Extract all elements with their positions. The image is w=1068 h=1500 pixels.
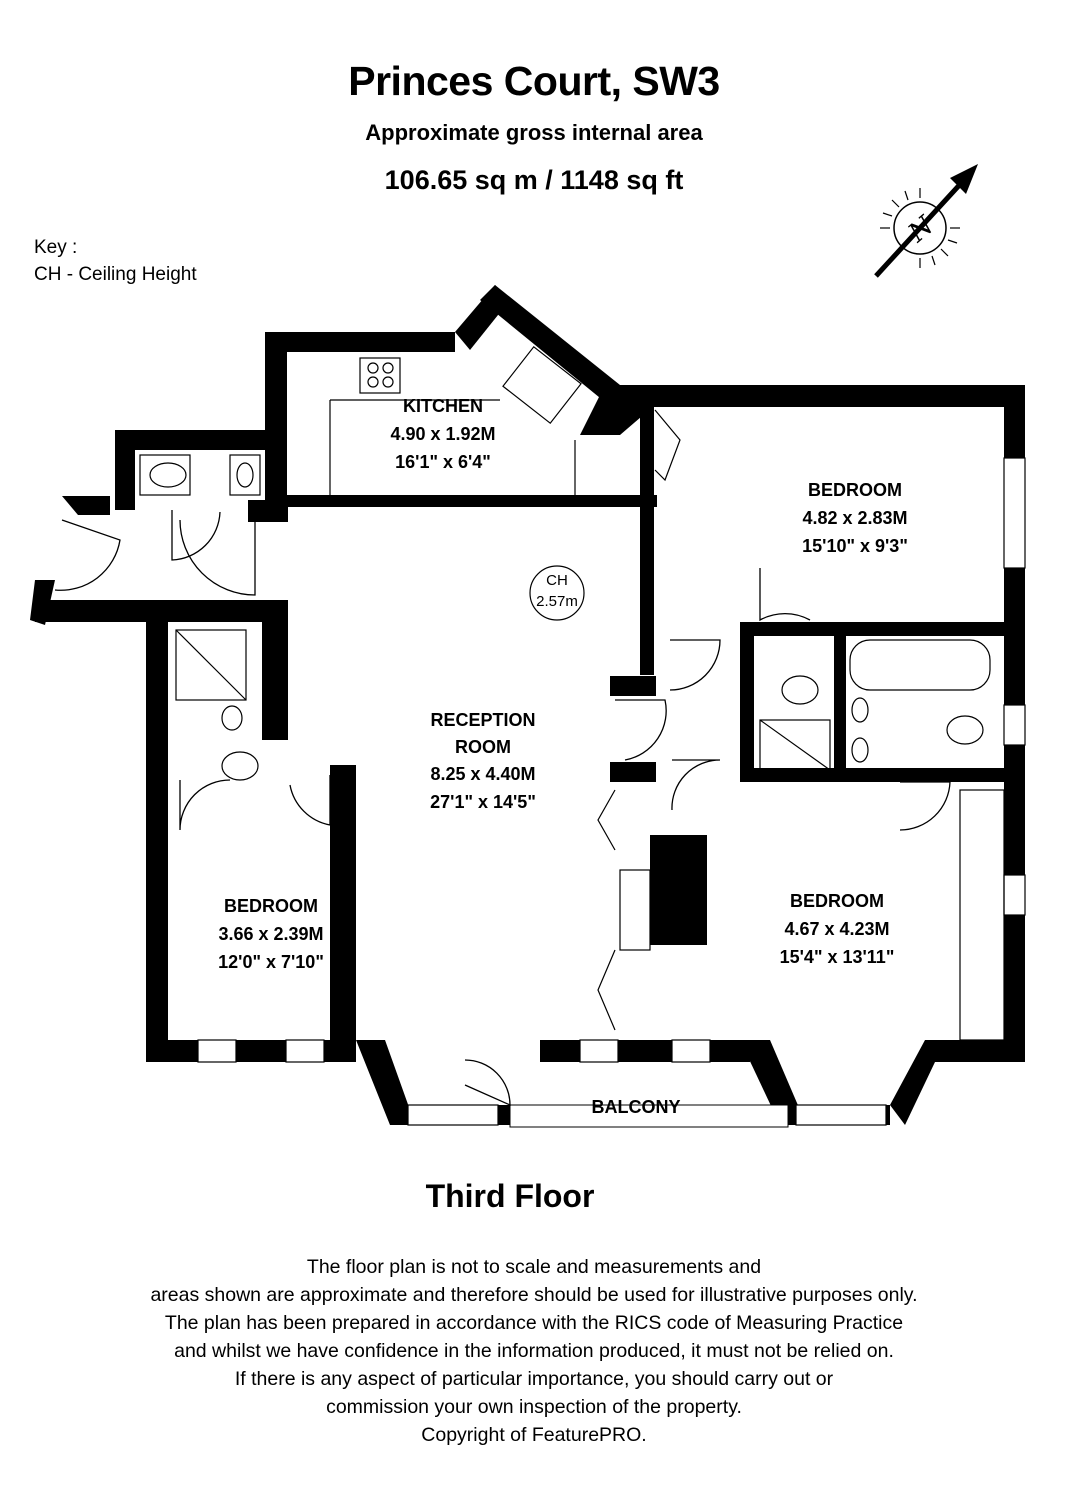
windows [197,457,1026,1126]
disclaimer-line: areas shown are approximate and therefor… [150,1284,918,1306]
reception-metric: 8.25 x 4.40M [430,764,535,784]
key-heading: Key : [34,237,78,258]
ceiling-height-marker: CH 2.57m [529,565,585,621]
ceiling-label: CH [546,572,568,589]
kitchen-name: KITCHEN [403,396,483,416]
fixtures [139,345,991,781]
bedroom-ne-imperial: 15'10" x 9'3" [802,536,908,556]
bedroom-w-metric: 3.66 x 2.39M [218,924,323,944]
plan-title: Princes Court, SW3 [348,58,720,104]
disclaimer-line: commission your own inspection of the pr… [326,1396,742,1418]
bedroom-se-metric: 4.67 x 4.23M [784,919,889,939]
disclaimer: The floor plan is not to scale and measu… [40,1253,1028,1449]
bedroom-ne-metric: 4.82 x 2.83M [802,508,907,528]
bedroom-w-name: BEDROOM [224,896,318,916]
bedroom-ne-name: BEDROOM [808,480,902,500]
disclaimer-line: If there is any aspect of particular imp… [234,1368,834,1390]
reception-name-2: ROOM [455,737,511,757]
key-entry: CH - Ceiling Height [34,264,197,285]
doors [54,510,951,1107]
area-subtitle: Approximate gross internal area [365,120,703,145]
reception-imperial: 27'1" x 14'5" [430,792,536,812]
gross-area: 106.65 sq m / 1148 sq ft [384,165,684,195]
north-arrow-icon: N [874,164,978,278]
balcony-name: BALCONY [592,1097,681,1117]
reception-name-1: RECEPTION [430,710,535,730]
key-legend: Key : CH - Ceiling Height [34,234,197,288]
walls [30,285,1025,1125]
wardrobes [597,409,1005,1041]
bedroom-se-imperial: 15'4" x 13'11" [780,947,895,967]
ceiling-value: 2.57m [536,593,578,610]
disclaimer-line: and whilst we have confidence in the inf… [174,1340,894,1362]
floor-plan: N [30,164,1026,1128]
bedroom-se-name: BEDROOM [790,891,884,911]
balcony-area [509,1104,789,1128]
bedroom-w-imperial: 12'0" x 7'10" [218,952,324,972]
kitchen-imperial: 16'1" x 6'4" [395,452,491,472]
disclaimer-line: Copyright of FeaturePRO. [421,1424,647,1446]
kitchen-metric: 4.90 x 1.92M [390,424,495,444]
floor-label: Third Floor [425,1178,595,1214]
disclaimer-line: The floor plan is not to scale and measu… [306,1256,762,1278]
disclaimer-line: The plan has been prepared in accordance… [164,1312,904,1334]
